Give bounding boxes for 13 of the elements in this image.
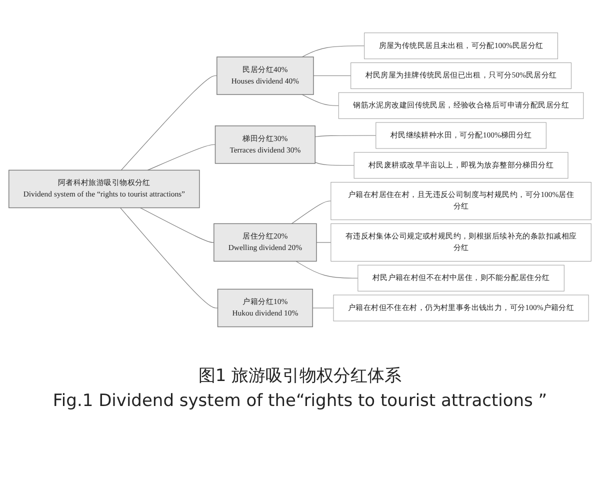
connector [302, 94, 339, 106]
figure-caption: 图1 旅游吸引物权分红体系 [197, 365, 403, 387]
connector [291, 200, 332, 224]
connector [147, 144, 216, 171]
connector [120, 208, 218, 308]
connector [314, 135, 376, 138]
connector [296, 261, 358, 279]
caption-text: Fig.1 Dividend system of the“rights to tourist attractions ” [52, 391, 548, 411]
connector [314, 162, 354, 166]
connector [120, 76, 218, 171]
connector [302, 46, 365, 58]
connector [140, 208, 214, 243]
connector [316, 242, 332, 243]
